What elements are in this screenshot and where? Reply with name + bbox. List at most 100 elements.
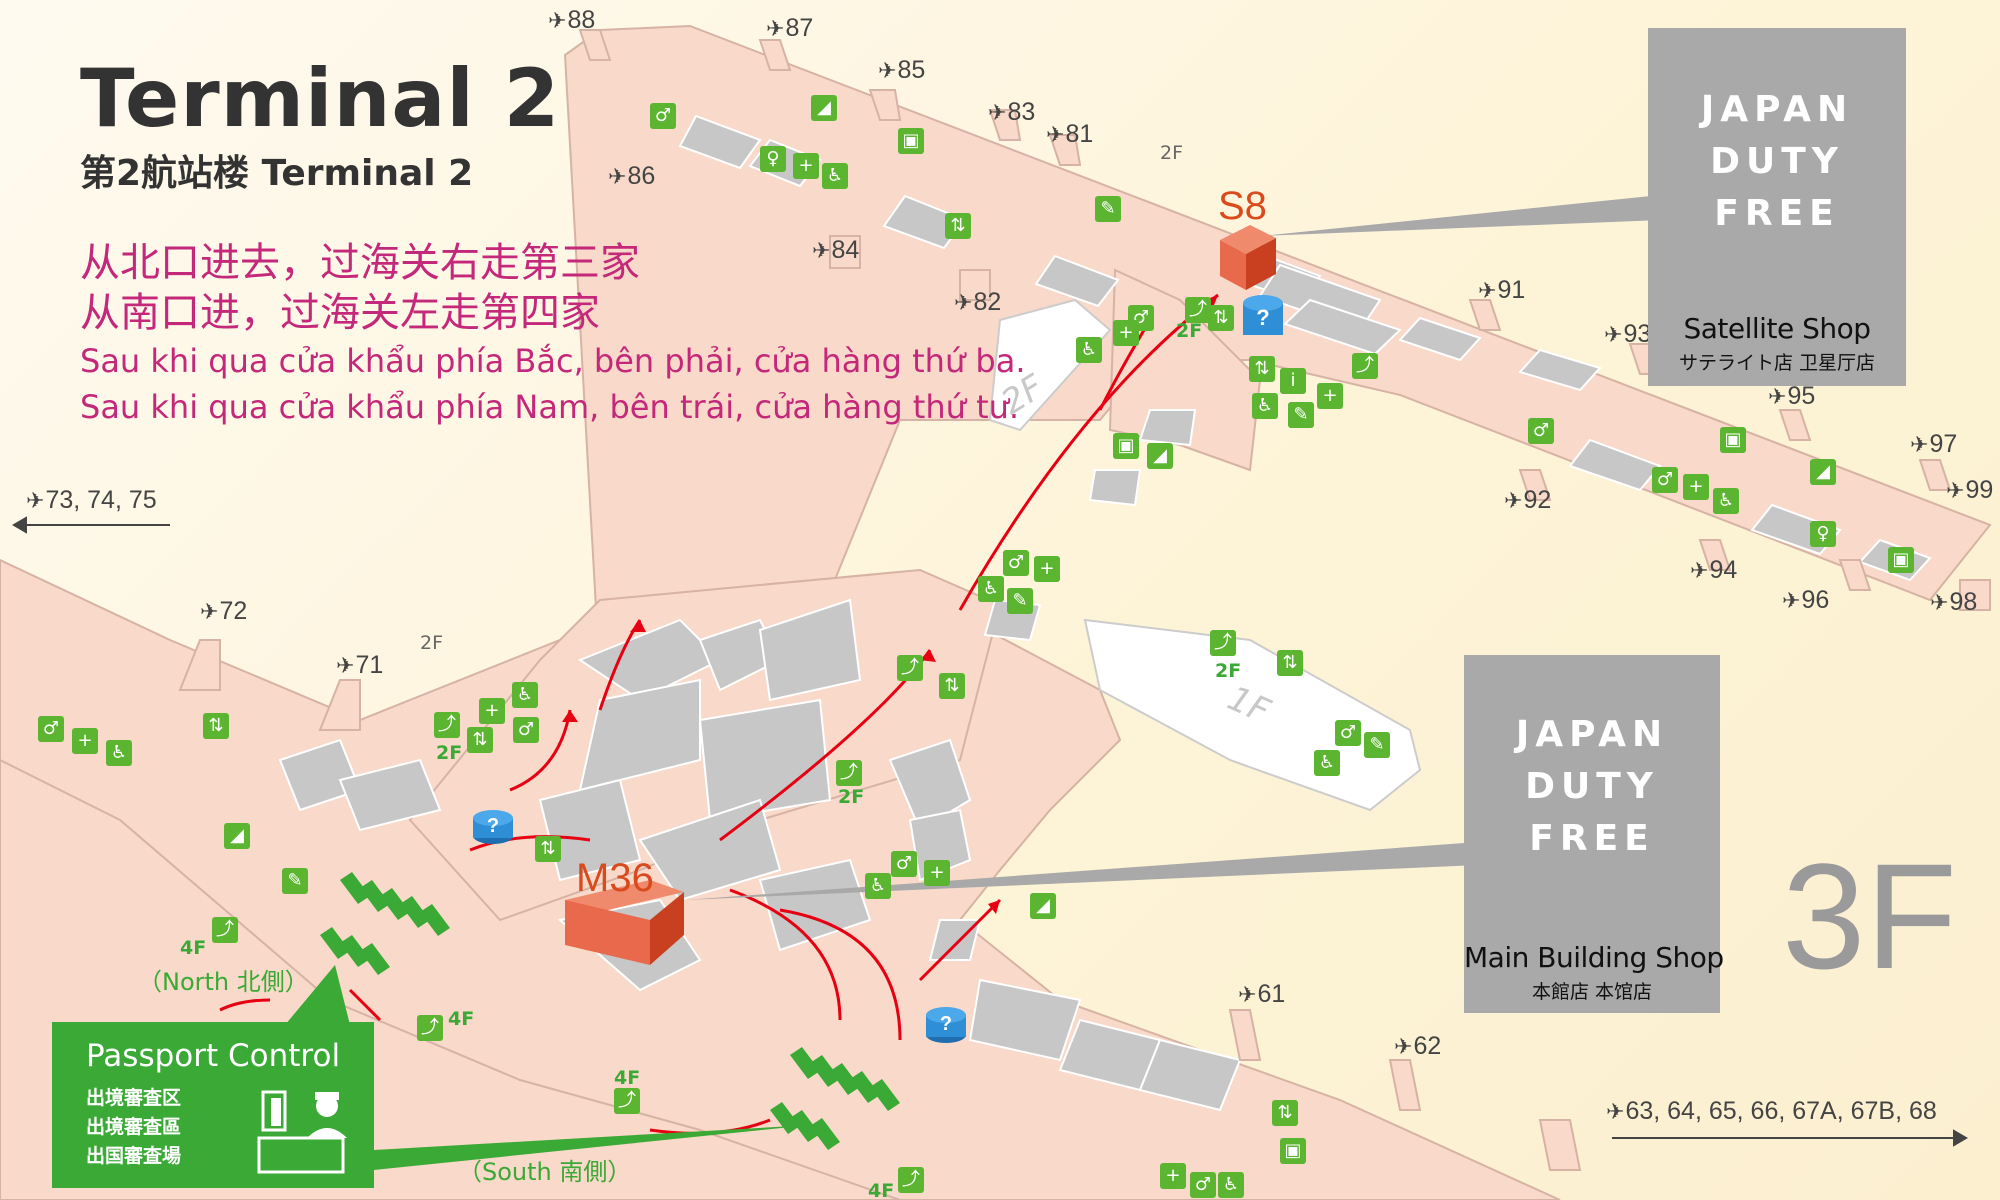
plane-icon: ✈ bbox=[1690, 558, 1709, 583]
floor-marker: 4F bbox=[448, 1008, 475, 1030]
escalator-icon: ⤴ bbox=[1210, 630, 1236, 656]
floor-marker: 2F bbox=[420, 632, 444, 654]
note-south-vi: Sau khi qua cửa khẩu phía Nam, bên trái,… bbox=[80, 388, 1020, 426]
brand-line: FREE bbox=[1714, 193, 1840, 234]
plane-icon: ✈ bbox=[988, 100, 1007, 125]
smoking-icon: ✎ bbox=[1288, 402, 1314, 428]
wifi-icon: ▣ bbox=[1113, 433, 1139, 459]
gate-label: ✈86 bbox=[608, 162, 656, 190]
plane-icon: ✈ bbox=[812, 238, 831, 263]
gate-label: ✈63, 64, 65, 66, 67A, 67B, 68 bbox=[1606, 1097, 1937, 1125]
information-icon: ? bbox=[473, 810, 513, 844]
floor-marker: 4F bbox=[614, 1067, 641, 1089]
gate-piers bbox=[178, 29, 1991, 1171]
wheelchair-icon: ♿ bbox=[865, 873, 891, 899]
nursery-icon: + bbox=[479, 698, 505, 724]
south-label: （South 南側） bbox=[458, 1158, 632, 1186]
gate-label: ✈93 bbox=[1604, 320, 1652, 348]
plane-icon: ✈ bbox=[1504, 488, 1523, 513]
toilet-icon: ♂ bbox=[513, 717, 539, 743]
brand-line: JAPAN bbox=[1515, 714, 1669, 755]
lounge-icon: ◢ bbox=[811, 95, 837, 121]
floor-marker: 2F bbox=[436, 742, 463, 764]
plane-icon: ✈ bbox=[26, 488, 45, 513]
plane-icon: ✈ bbox=[1946, 478, 1965, 503]
slab-2f bbox=[988, 298, 1112, 432]
note-north-zh: 从北口进去，过海关右走第三家 bbox=[80, 240, 640, 286]
elevator-icon: ⇅ bbox=[467, 727, 493, 753]
floor-marker: 2F bbox=[1160, 142, 1184, 164]
passport-control-ja: 出境審査區 bbox=[86, 1116, 182, 1138]
gate-label: ✈99 bbox=[1946, 476, 1994, 504]
brand-line: DUTY bbox=[1525, 766, 1659, 807]
toilet-icon: ♂ bbox=[1335, 720, 1361, 746]
gate-label: ✈91 bbox=[1478, 276, 1526, 304]
toilet-icon: ♂ bbox=[891, 851, 917, 877]
gate-label: ✈61 bbox=[1238, 980, 1286, 1008]
smoking-icon: ✎ bbox=[1364, 732, 1390, 758]
gate-label: ✈96 bbox=[1782, 586, 1830, 614]
wifi-icon: ▣ bbox=[1280, 1138, 1306, 1164]
nursery-icon: + bbox=[1034, 556, 1060, 582]
wheelchair-icon: ♿ bbox=[106, 740, 132, 766]
gate-label: ✈82 bbox=[954, 288, 1002, 316]
lounge-icon: ◢ bbox=[1030, 893, 1056, 919]
wheelchair-icon: ♿ bbox=[978, 576, 1004, 602]
gate-label: ✈88 bbox=[548, 6, 596, 34]
svg-text:?: ? bbox=[1256, 305, 1269, 330]
info-points: ? ? ? bbox=[473, 295, 1283, 1043]
wheelchair-icon: ♿ bbox=[822, 163, 848, 189]
toilet-icon: i bbox=[1280, 368, 1306, 394]
wheelchair-icon: ♿ bbox=[1252, 393, 1278, 419]
plane-icon: ✈ bbox=[1782, 588, 1801, 613]
satellite-shop-callout: JAPAN DUTY FREE Satellite Shop サテライト店 卫星… bbox=[1648, 28, 1906, 386]
plane-icon: ✈ bbox=[1930, 590, 1949, 615]
passport-gates bbox=[320, 872, 900, 1150]
floor-marker: 2F bbox=[838, 786, 865, 808]
floor-marker: 4F bbox=[180, 937, 207, 959]
escalator-icon: ⤴ bbox=[434, 712, 460, 738]
north-label: （North 北側） bbox=[138, 968, 309, 996]
plane-icon: ✈ bbox=[1604, 322, 1623, 347]
note-south-zh: 从南口进，过海关左走第四家 bbox=[80, 290, 600, 336]
toilet-icon: ♂ bbox=[1003, 550, 1029, 576]
plane-icon: ✈ bbox=[954, 290, 973, 315]
shop-s8-code: S8 bbox=[1218, 184, 1267, 228]
nursery-icon: + bbox=[924, 860, 950, 886]
floor-marker: 2F bbox=[1215, 660, 1242, 682]
nursery-icon: + bbox=[1160, 1163, 1186, 1189]
page-title: Terminal 2 bbox=[80, 52, 561, 145]
svg-text:?: ? bbox=[487, 815, 499, 837]
satellite-shop-name: Satellite Shop bbox=[1683, 312, 1871, 345]
wheelchair-icon: ♿ bbox=[1076, 337, 1102, 363]
svg-text:?: ? bbox=[940, 1013, 952, 1035]
gate-label: ✈94 bbox=[1690, 556, 1738, 584]
main-shop-name: Main Building Shop bbox=[1464, 941, 1724, 974]
toilet-icon: ♂ bbox=[650, 103, 676, 129]
escalator-icon: ⤴ bbox=[898, 1167, 924, 1193]
elevator-icon: ⇅ bbox=[1208, 305, 1234, 331]
passport-control-ja: 出国審査場 bbox=[86, 1145, 182, 1167]
wifi-icon: ▣ bbox=[898, 128, 924, 154]
wheelchair-icon: ♿ bbox=[512, 682, 538, 708]
floor-label: 3F bbox=[1782, 832, 1958, 1000]
information-icon: ? bbox=[926, 1007, 966, 1043]
gate-label: ✈83 bbox=[988, 98, 1036, 126]
toilet-icon: ♀ bbox=[760, 146, 786, 172]
lounge-icon: ◢ bbox=[224, 823, 250, 849]
nursery-icon: + bbox=[1683, 474, 1709, 500]
escalator-icon: ⤴ bbox=[614, 1088, 640, 1114]
gate-label: ✈95 bbox=[1768, 382, 1816, 410]
plane-icon: ✈ bbox=[548, 8, 567, 33]
smoking-icon: ✎ bbox=[1095, 196, 1121, 222]
plane-icon: ✈ bbox=[1238, 982, 1257, 1007]
brand-line: JAPAN bbox=[1700, 89, 1854, 130]
lounge-icon: ◢ bbox=[1147, 443, 1173, 469]
note-north-vi: Sau khi qua cửa khẩu phía Bắc, bên phải,… bbox=[80, 342, 1026, 380]
plane-icon: ✈ bbox=[336, 653, 355, 678]
satellite-shop-name-ja: サテライト店 卫星厅店 bbox=[1678, 352, 1876, 374]
wheelchair-icon: ♿ bbox=[1314, 750, 1340, 776]
escalator-icon: ⤴ bbox=[897, 655, 923, 681]
elevator-icon: ⇅ bbox=[1249, 356, 1275, 382]
floor-marker: 4F bbox=[868, 1180, 895, 1200]
